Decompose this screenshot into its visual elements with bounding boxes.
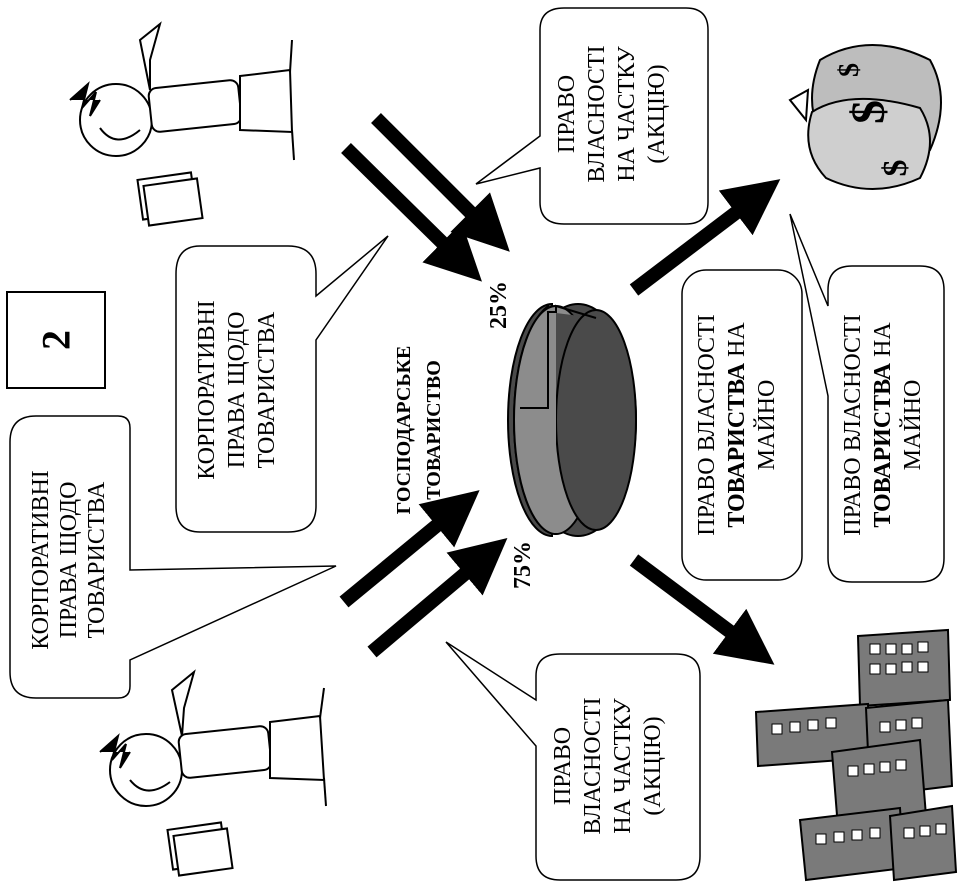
shareholder-figure-top: [69, 21, 295, 227]
percent-75: 75%: [510, 541, 536, 589]
bubble-share-lower-line1: ПРАВО: [550, 727, 576, 805]
bubble-property-inner-line1: ПРАВО ВЛАСНОСТІ: [694, 314, 720, 535]
bubble-corporate-upper-line1: КОРПОРАТИВНІ: [194, 300, 220, 480]
arrow-upper-1: [371, 113, 510, 252]
number-box-label: 2: [34, 330, 79, 350]
ownership-pie: [507, 302, 637, 538]
svg-text:$: $: [842, 100, 895, 124]
svg-text:$: $: [834, 63, 865, 77]
bubble-property-outer-line2: ТОВАРИСТВА НА: [870, 322, 896, 528]
center-label: ГОСПОДАРСЬКЕ ТОВАРИСТВО: [393, 346, 445, 515]
bubble-corporate-left-line1: КОРПОРАТИВНІ: [28, 470, 54, 650]
arrow-lower-1: [339, 490, 480, 608]
shareholder-figure-bottom: [99, 669, 327, 877]
bubble-share-lower-line4: (АКЦІЮ): [640, 716, 666, 815]
bubble-corporate-left-line2: ПРАВА ЩОДО: [56, 482, 82, 639]
bubble-corporate-upper: КОРПОРАТИВНІ ПРАВА ЩОДО ТОВАРИСТВА: [175, 235, 389, 533]
bubble-share-lower: ПРАВО ВЛАСНОСТІ НА ЧАСТКУ (АКЦІЮ): [445, 641, 701, 881]
arrow-upper-2: [341, 143, 482, 282]
center-label-line1: ГОСПОДАРСЬКЕ: [393, 346, 415, 515]
arrow-lower-2: [367, 537, 508, 658]
bubble-property-inner: ПРАВО ВЛАСНОСТІ ТОВАРИСТВА НА МАЙНО: [681, 269, 803, 581]
bubble-property-outer-line3: МАЙНО: [900, 380, 926, 471]
bubble-corporate-upper-line2: ПРАВА ЩОДО: [224, 312, 250, 469]
number-box: 2: [6, 291, 106, 389]
center-label-line2: ТОВАРИСТВО: [423, 360, 445, 500]
svg-text:$: $: [877, 160, 914, 177]
bubble-property-outer: ПРАВО ВЛАСНОСТІ ТОВАРИСТВА НА МАЙНО: [789, 213, 945, 583]
bubble-share-upper-line3: НА ЧАСТКУ: [614, 46, 640, 182]
buildings-icon: [754, 628, 958, 882]
bubble-corporate-left: КОРПОРАТИВНІ ПРАВА ЩОДО ТОВАРИСТВА: [9, 415, 337, 699]
bubble-property-outer-line1: ПРАВО ВЛАСНОСТІ: [840, 314, 866, 535]
bubble-corporate-upper-line3: ТОВАРИСТВА: [254, 311, 280, 468]
arrow-to-buildings: [629, 554, 775, 665]
bubble-share-upper-line2: ВЛАСНОСТІ: [584, 45, 610, 182]
arrows: [339, 113, 781, 665]
bubble-share-lower-line2: ВЛАСНОСТІ: [580, 697, 606, 834]
bubble-share-upper: ПРАВО ВЛАСНОСТІ НА ЧАСТКУ (АКЦІЮ): [475, 7, 709, 225]
money-bags-icon: $ $ $: [788, 44, 942, 190]
bubble-property-inner-line3: МАЙНО: [754, 380, 780, 471]
arrow-to-money: [629, 179, 781, 296]
bubble-corporate-left-line3: ТОВАРИСТВА: [84, 481, 110, 638]
bubble-share-upper-line4: (АКЦІЮ): [644, 64, 670, 163]
percent-25: 25%: [486, 281, 512, 329]
bubble-share-lower-line3: НА ЧАСТКУ: [610, 698, 636, 834]
bubble-share-upper-line1: ПРАВО: [554, 75, 580, 153]
bubble-property-inner-line2: ТОВАРИСТВА НА: [724, 322, 750, 528]
